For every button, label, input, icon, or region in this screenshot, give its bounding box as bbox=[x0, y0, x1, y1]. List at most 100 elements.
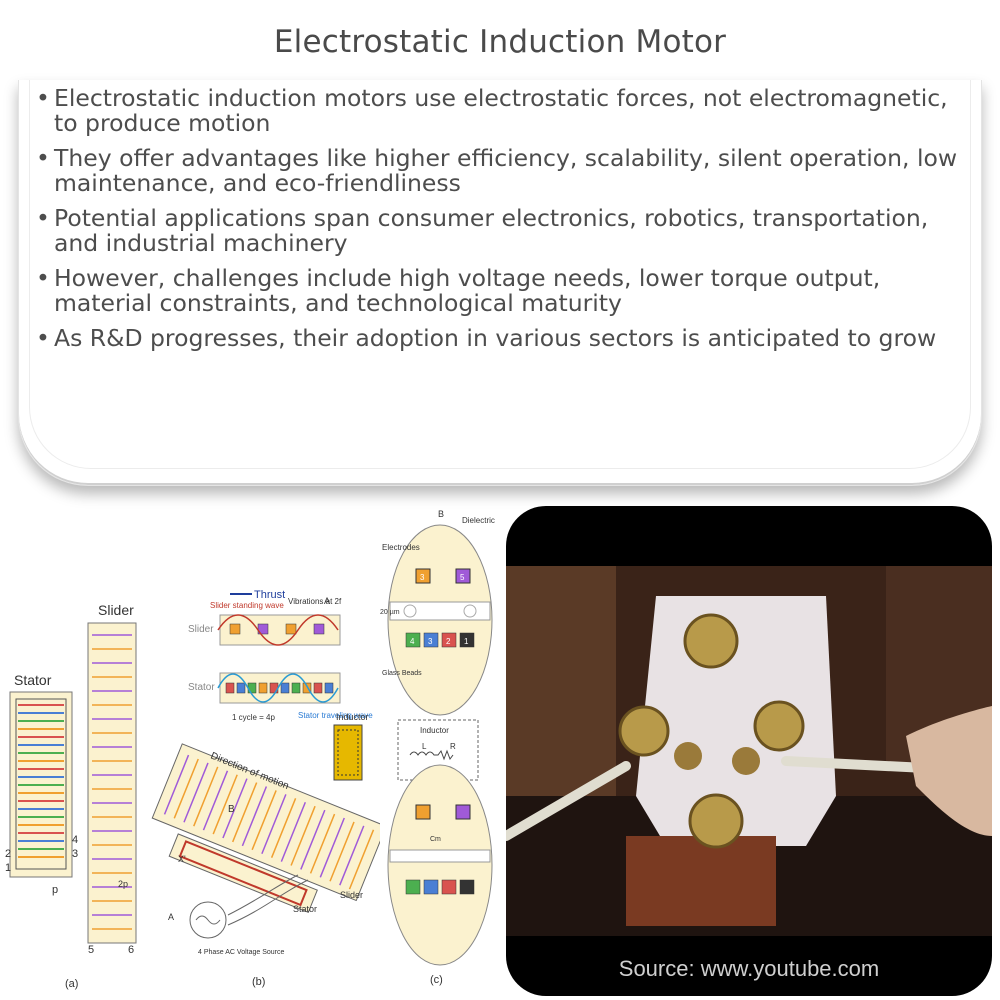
stator-wave-label: Stator traveling wave bbox=[298, 711, 373, 720]
l-label: L bbox=[422, 742, 427, 751]
slider-wave-label: Slider standing wave bbox=[210, 601, 284, 610]
card-inner-border bbox=[29, 80, 971, 469]
angled-electrode-line bbox=[183, 762, 209, 823]
cm-label: Cm bbox=[430, 836, 441, 843]
cross-section-bottom bbox=[387, 764, 493, 966]
angled-electrode-line bbox=[339, 825, 365, 886]
motor-photo-scene bbox=[506, 566, 992, 936]
bullet-dot: • bbox=[36, 324, 50, 352]
stator-electrode-square bbox=[313, 682, 323, 694]
stator-electrode-squares bbox=[225, 682, 334, 694]
inductor-winding bbox=[337, 729, 359, 776]
motor-ball-right bbox=[732, 747, 760, 775]
stator-frame bbox=[15, 698, 67, 870]
angled-motor-assembly bbox=[151, 743, 380, 914]
motor-photo: Source: www.youtube.com bbox=[506, 506, 992, 996]
electrode-bottom-square-2 bbox=[405, 879, 421, 895]
probe-left bbox=[506, 761, 631, 841]
glass-beads-label: Glass Beads bbox=[382, 670, 422, 677]
point-b-label: B bbox=[228, 804, 235, 815]
angled-electrode-line bbox=[309, 813, 336, 874]
probe-right bbox=[781, 756, 931, 773]
angled-electrode-line bbox=[270, 798, 297, 858]
bullet-dot: • bbox=[36, 264, 50, 292]
bullet-dot: • bbox=[36, 144, 50, 172]
ac-source-wave bbox=[195, 915, 221, 925]
angled-electrode-line bbox=[241, 786, 268, 847]
page-title: Electrostatic Induction Motor bbox=[273, 24, 727, 60]
section-b-label: B bbox=[438, 509, 444, 519]
electrode-bottom-square bbox=[423, 632, 439, 648]
angled-electrode-line bbox=[251, 790, 277, 851]
bottom-electrode-row-2 bbox=[405, 879, 475, 895]
inductor-label: Inductor bbox=[336, 712, 369, 722]
slider-row-label: Slider bbox=[188, 624, 214, 635]
angled-electrode-line bbox=[300, 809, 326, 870]
stator-number-4: 4 bbox=[72, 834, 78, 846]
stator-electrode-square bbox=[225, 682, 235, 694]
bullet-item: •They offer advantages like higher effic… bbox=[34, 146, 964, 196]
figure-a-diagram: Stator 2 1 4 3 p Slider 2p 5 6 (a) bbox=[5, 602, 137, 990]
bullet-item: •As R&D progresses, their adoption in va… bbox=[34, 326, 964, 351]
electrode-mid-1 bbox=[415, 804, 431, 820]
thrust-label: Thrust bbox=[254, 589, 285, 601]
angled-electrode-line bbox=[212, 774, 238, 835]
stator-bottom-label: Stator bbox=[293, 904, 317, 914]
angled-electrode-line bbox=[231, 782, 258, 843]
x-prime-label: X' bbox=[178, 854, 186, 864]
angled-electrode-line bbox=[348, 829, 375, 890]
electrode-top-2-number: 5 bbox=[460, 573, 465, 582]
slider-number-6: 6 bbox=[128, 944, 134, 956]
slider-label: Slider bbox=[98, 602, 134, 618]
point-a2-label: A bbox=[168, 912, 174, 922]
stator-electrode-square bbox=[236, 682, 246, 694]
stator-electrodes bbox=[18, 704, 64, 858]
slider-number-5: 5 bbox=[88, 944, 94, 956]
electrode-bottom-square bbox=[459, 632, 475, 648]
electrode-top-1-number: 3 bbox=[420, 573, 425, 582]
stator-row-label: Stator bbox=[188, 682, 215, 693]
electrode-mid-2 bbox=[455, 804, 471, 820]
electrode-bottom-number: 2 bbox=[446, 637, 451, 646]
slider-body bbox=[87, 622, 137, 944]
stator-electrode-square bbox=[291, 682, 301, 694]
glass-bead bbox=[403, 604, 417, 618]
bullet-list: •Electrostatic induction motors use elec… bbox=[34, 86, 964, 361]
slider-electrode-square bbox=[285, 623, 297, 635]
cycle-label: 1 cycle = 4p bbox=[232, 713, 275, 722]
angled-electrode-line bbox=[163, 754, 190, 815]
summary-card bbox=[18, 80, 982, 486]
stator-number-3: 3 bbox=[72, 848, 78, 860]
figure-b-caption: (b) bbox=[252, 976, 265, 988]
angled-electrode-line bbox=[202, 770, 229, 831]
stator-number-1: 1 bbox=[5, 862, 11, 874]
angled-electrode-line bbox=[329, 821, 355, 882]
figure-a-caption: (a) bbox=[65, 978, 78, 990]
photo-source: Source: www.youtube.com bbox=[618, 956, 880, 981]
electrode-bottom-square-2 bbox=[459, 879, 475, 895]
electrode-bottom-number: 3 bbox=[428, 637, 433, 646]
electrode-top-1 bbox=[415, 568, 431, 584]
inductor-coil bbox=[333, 724, 363, 781]
angled-stator-plate bbox=[168, 833, 318, 914]
stator-p-label: p bbox=[52, 884, 58, 896]
slider-electrode-square bbox=[313, 623, 325, 635]
angled-slider-electrodes bbox=[163, 754, 375, 890]
inductor-c-label: Inductor bbox=[420, 726, 449, 735]
bullet-item: •Potential applications span consumer el… bbox=[34, 206, 964, 256]
motor-housing bbox=[636, 596, 836, 846]
stator-electrode-square bbox=[280, 682, 290, 694]
bullet-dot: • bbox=[36, 204, 50, 232]
bullet-text: However, challenges include high voltage… bbox=[54, 264, 881, 317]
electrode-bottom-square bbox=[441, 632, 457, 648]
gap-size-label: 20 µm bbox=[380, 609, 400, 616]
bullet-text: Electrostatic induction motors use elect… bbox=[54, 84, 948, 137]
figure-c-caption: (c) bbox=[430, 974, 443, 986]
electrode-bottom-square-2 bbox=[441, 879, 457, 895]
r-label: R bbox=[450, 742, 456, 751]
slider-electrode-square bbox=[229, 623, 241, 635]
motor-base bbox=[626, 836, 776, 926]
source-wires bbox=[227, 874, 309, 926]
lr-circuit bbox=[409, 749, 454, 761]
